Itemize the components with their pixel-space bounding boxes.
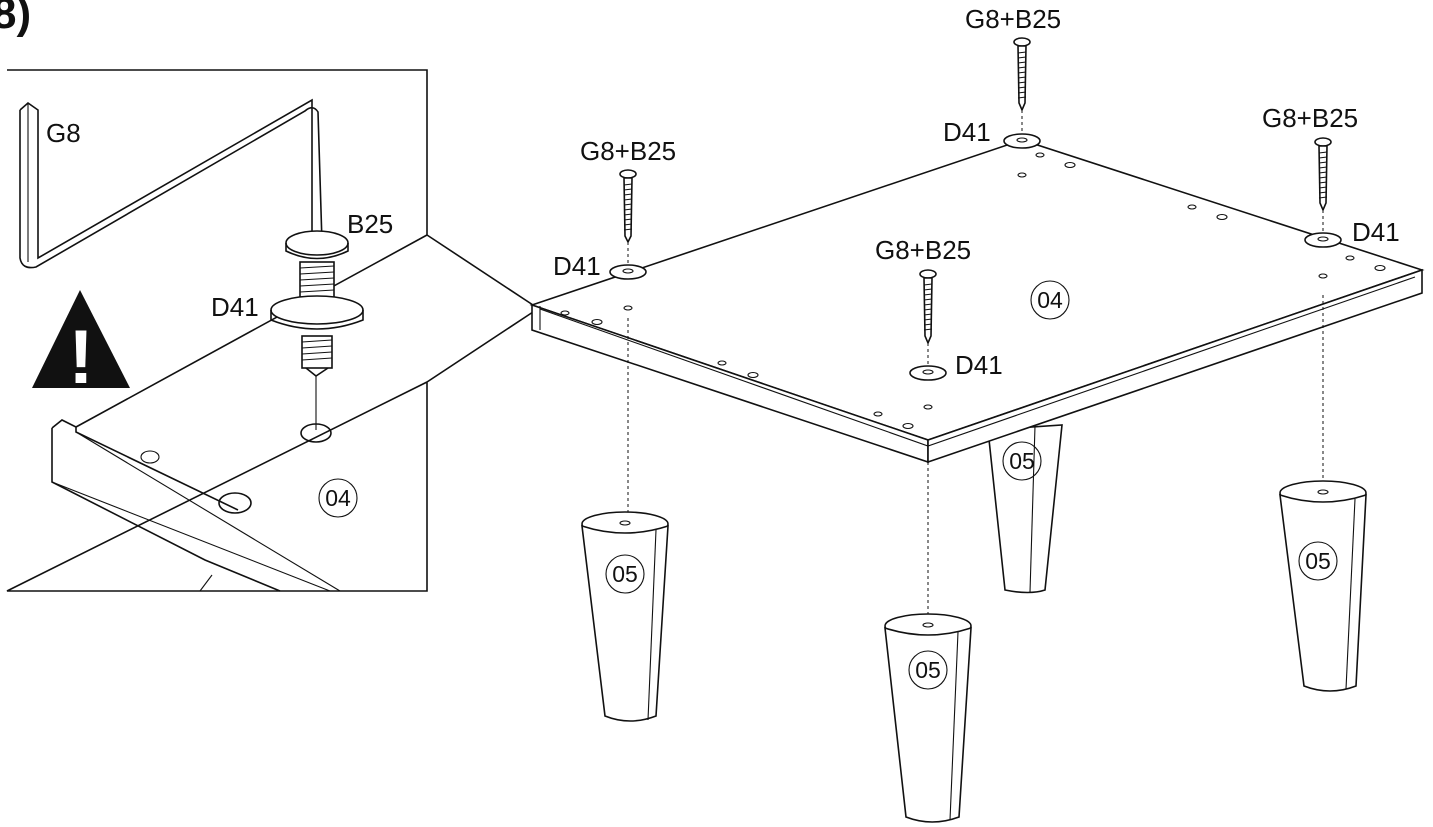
screw-right [1314, 137, 1332, 213]
washer-label: D41 [211, 292, 259, 322]
leg-front [884, 613, 972, 823]
leg-label-back: 05 [1009, 448, 1035, 474]
panel-badge [1030, 280, 1070, 320]
leg-right [1279, 480, 1367, 692]
screw-label: B25 [347, 209, 393, 239]
washer-label-right: D41 [1352, 217, 1400, 247]
washer-label-front: D41 [955, 350, 1003, 380]
leg-label-right: 05 [1305, 548, 1331, 574]
step-number: 8) [0, 0, 31, 38]
tabletop-holes [560, 152, 1386, 430]
screw-back [1013, 37, 1031, 113]
warning-triangle-icon: ! [32, 290, 130, 400]
leg-back-center [987, 424, 1063, 594]
leg-badge-back [1002, 441, 1042, 481]
warning-glyph: ! [68, 315, 93, 400]
allen-key-icon [19, 98, 323, 269]
leg-label-left: 05 [612, 561, 638, 587]
inset-panel [51, 234, 428, 592]
panel-label: 04 [1037, 287, 1063, 313]
screw-label-back: G8+B25 [965, 4, 1061, 34]
inset-frame [6, 69, 534, 592]
screw-label-front: G8+B25 [875, 235, 971, 265]
leg-label-front: 05 [915, 657, 941, 683]
leg-badge-left [605, 554, 645, 594]
screw-left [619, 169, 637, 244]
washers [609, 133, 1342, 381]
inset-fastener [270, 230, 364, 377]
tool-label: G8 [46, 118, 81, 148]
washer-label-left: D41 [553, 251, 601, 281]
detail-inset: ! G8 B25 D41 04 [6, 69, 534, 592]
table-assembly: G8+B25 G8+B25 G8+B25 G8+B25 D41 D41 D41 … [529, 4, 1425, 823]
inset-panel-badge [318, 478, 358, 518]
screw-label-right: G8+B25 [1262, 103, 1358, 133]
inset-panel-label: 04 [325, 485, 351, 511]
screw-front [919, 269, 937, 346]
screws [619, 37, 1332, 346]
leg-badge-right [1298, 541, 1338, 581]
guide-lines [627, 110, 1324, 622]
leg-badge-front [908, 650, 948, 690]
screw-label-left: G8+B25 [580, 136, 676, 166]
leg-left [581, 511, 669, 722]
tabletop-surface [529, 139, 1425, 441]
washer-label-back: D41 [943, 117, 991, 147]
